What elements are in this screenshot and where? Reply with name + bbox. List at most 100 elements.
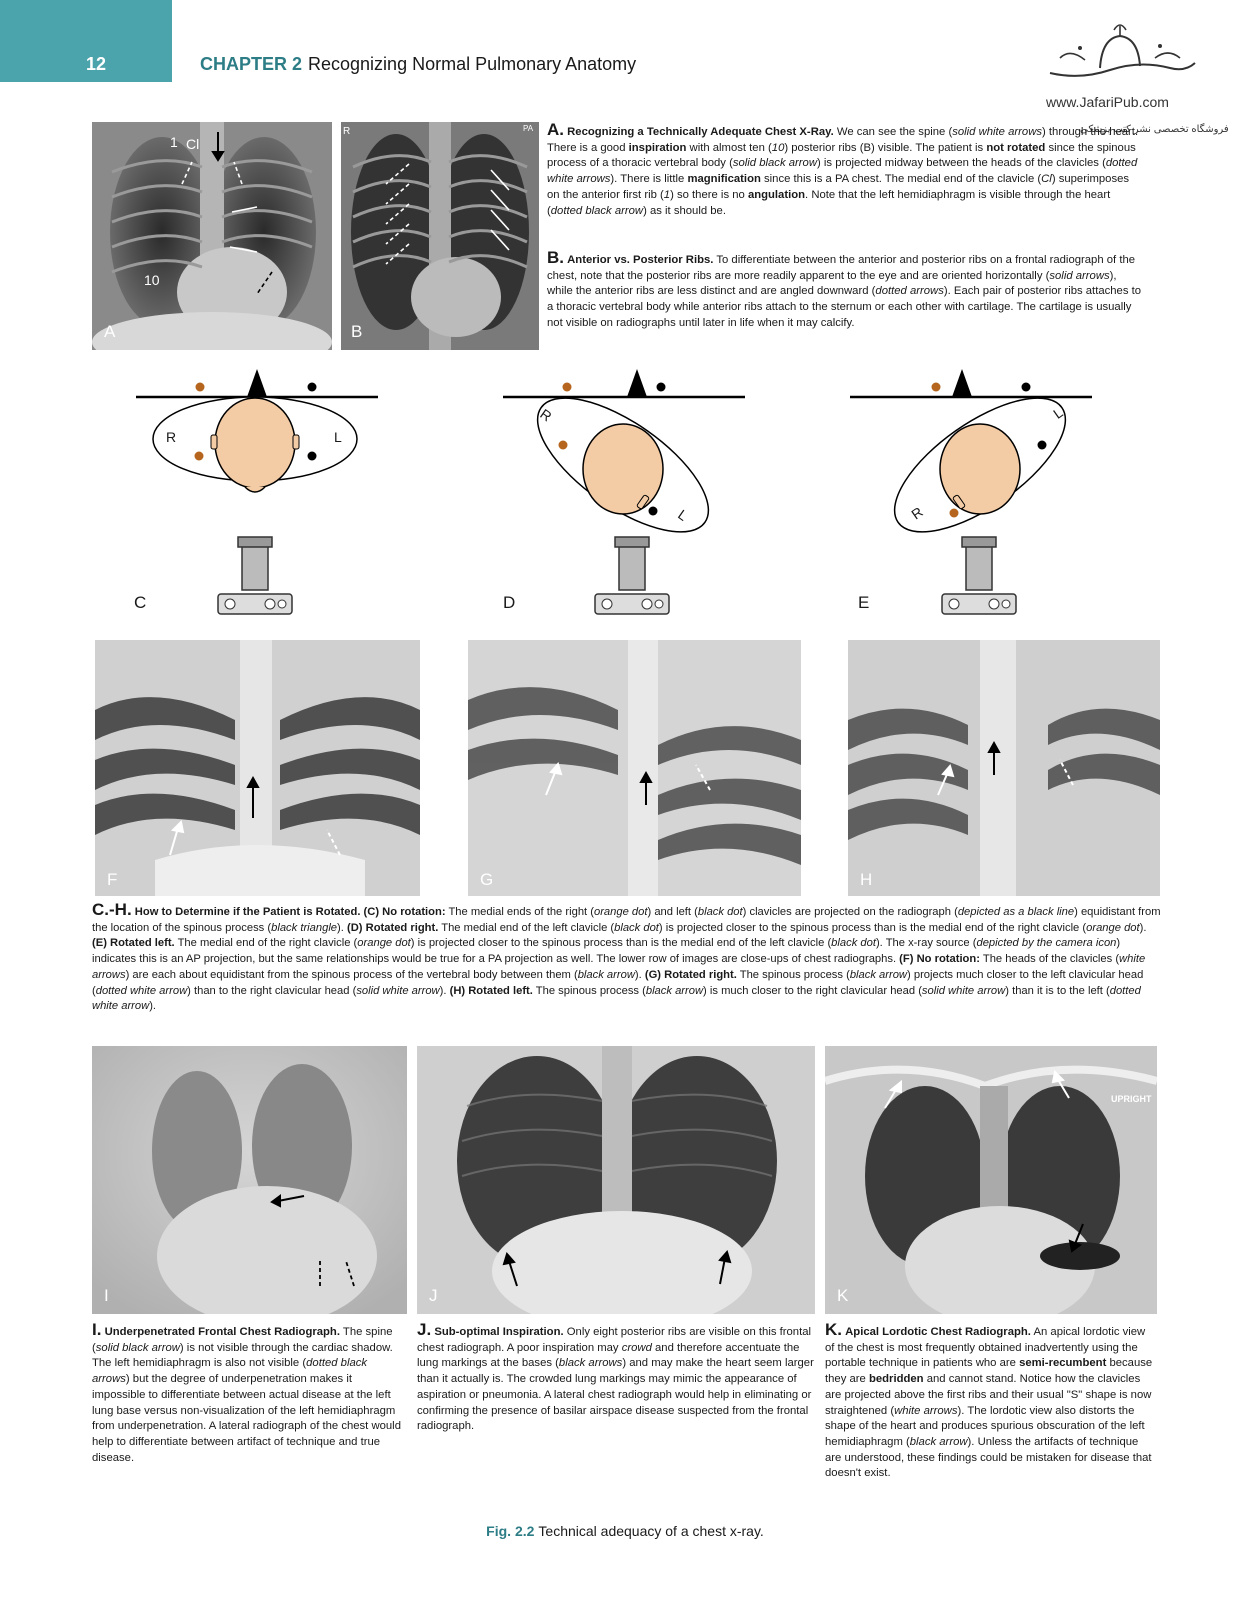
caption-ch-title: How to Determine if the Patient is Rotat… [134,906,361,918]
caption-a-text: ) superimposes on the anterior first rib… [547,173,1130,201]
caption-k: K. Apical Lordotic Chest Radiograph. An … [825,1320,1157,1482]
caption-a-bold: not rotated [986,141,1046,154]
rotation-diagram-d: R L D [495,365,755,625]
caption-c-h: C.-H. How to Determine if the Patient is… [92,900,1162,1015]
caption-a-italic: dotted white arrows [547,157,1138,186]
caption-a-italic: solid black arrow [732,157,817,170]
panel-b-label-r: R [343,126,351,137]
caption-ch-italic: orange dot [593,906,648,918]
xray-panel-h: H [848,640,1160,896]
caption-k-title: Apical Lordotic Chest Radiograph. [845,1326,1031,1338]
caption-ch-italic: black arrow [849,968,908,981]
caption-a-letter: A. [547,120,564,139]
caption-j-letter: J. [417,1320,432,1339]
caption-a-title: Recognizing a Technically Adequate Chest… [567,126,834,138]
caption-ch-italic: dotted white arrow [95,984,188,997]
caption-b-text: To differentiate between the anterior an… [547,254,1136,282]
caption-k-letter: K. [825,1320,842,1339]
caption-k-text: because they are [825,1357,1153,1386]
caption-a-italic: dotted black arrow [550,204,644,217]
caption-ch-text: ) than it is to the left ( [1005,984,1110,997]
caption-ch-text: ) equidistant from the location of the s… [92,906,1161,934]
caption-k-text: An apical lordotic view of the chest is … [825,1326,1146,1370]
caption-ch-text: The medial end of the left clavicle ( [438,921,615,934]
panel-a-label-10: 10 [144,272,160,288]
caption-ch-italic: white arrows [92,953,1146,981]
panel-g-letter: G [480,870,494,889]
panel-f-letter: F [107,870,118,889]
caption-ch-italic: black arrow [645,984,704,997]
caption-i-text: ) but the degree of underpenetration mak… [92,1373,401,1464]
xray-panel-j: J [417,1046,815,1314]
caption-j-italic: black arrows [558,1357,623,1370]
diagram-c-l: L [334,429,342,445]
xray-panel-i: I [92,1046,407,1314]
caption-a-text: ) is projected midway between the heads … [817,157,1106,170]
caption-ch-text: ). [634,968,645,981]
caption-a-text: with almost ten ( [686,141,772,154]
panel-k-tag: UPRIGHT [1111,1094,1152,1104]
xray-panel-b: R PA B [341,122,539,350]
diagram-c-letter: C [134,593,147,612]
caption-a-bold: angulation [747,188,806,201]
publisher-subtitle: فروشگاه تخصصی نشر کتب پزشکی [1080,124,1229,135]
caption-ch-text: The heads of the clavicles ( [979,953,1120,966]
caption-ch-letter: C.-H. [92,900,132,919]
caption-a-text: ) as it should be. [643,204,726,217]
caption-ch-italic: orange dot [1086,921,1140,934]
caption-i-letter: I. [92,1320,102,1339]
caption-j-text: ) and may make the heart seem larger tha… [417,1357,814,1433]
caption-ch-text: ) than to the right clavicular head ( [187,984,357,997]
diagram-d-letter: D [503,593,516,612]
page-number-box [0,0,172,82]
caption-ch-text: The spinous process ( [736,968,850,981]
caption-a-italic: 10 [771,141,785,154]
caption-a-italic: 1 [663,188,671,201]
diagram-c-r: R [166,429,177,445]
publisher-url: www.JafariPub.com [1046,94,1169,110]
caption-ch-text: The medial ends of the right ( [445,906,594,918]
panel-a-letter: A [104,322,116,341]
caption-i-italic: solid black arrow [95,1341,180,1354]
caption-k-bold: semi-recumbent [1019,1357,1107,1370]
caption-ch-text: ) are each about equidistant from the sp… [125,968,578,981]
caption-k-text: and cannot stand. Notice how the clavicl… [825,1373,1152,1417]
xray-panel-f: F [95,640,420,896]
caption-ch-text: ) is projected closer to the spinous pro… [658,921,1087,934]
caption-j-italic: crowd [621,1341,652,1354]
caption-ch-text: ). [1139,921,1147,934]
caption-a-text: ). There is little [610,173,688,186]
caption-ch-text: The medial end of the right clavicle ( [174,937,358,950]
caption-j-text: and therefore accentuate the lung markin… [417,1341,800,1370]
caption-ch-text: ) is projected closer to the spinous pro… [410,937,832,950]
caption-a-text: We can see the spine ( [833,126,953,138]
caption-b-italic: dotted arrows [875,285,944,298]
caption-i-italic: dotted black arrows [92,1357,368,1386]
caption-ch-italic: depicted by the camera icon [976,937,1117,950]
caption-b: B. Anterior vs. Posterior Ribs. To diffe… [547,249,1142,332]
caption-a-text: ) so there is no [670,188,748,201]
panel-a-label-cl: Cl [186,136,200,152]
caption-a-text: since the spinous process of a thoracic … [547,141,1136,170]
xray-panel-a: 1 Cl 10 A [92,122,332,350]
caption-ch-bold: (E) Rotated left. [92,937,175,950]
caption-ch-bold: (C) No rotation: [360,906,446,918]
caption-a-italic: Cl [1041,173,1052,186]
caption-ch-text: ) and left ( [647,906,698,918]
caption-a-text: . Note that the left hemidiaphragm is vi… [547,188,1111,217]
chapter-label: CHAPTER 2 [200,54,303,74]
caption-ch-italic: solid white arrow [356,984,440,997]
caption-ch-italic: dotted white arrow [92,984,1141,1013]
caption-ch-italic: black dot [697,906,743,918]
panel-a-label-1: 1 [170,134,178,150]
panel-i-letter: I [104,1286,109,1305]
diagram-e-letter: E [858,593,870,612]
caption-ch-text: ) projects much closer to the left clavi… [92,968,1144,997]
page-number: 12 [86,54,107,74]
panel-b-label-pa: PA [523,124,534,133]
caption-ch-text: ) is much closer to the right clavicular… [703,984,922,997]
caption-ch-bold: (G) Rotated right. [644,968,737,981]
rotation-diagram-c: R L C [120,365,390,625]
caption-ch-italic: black triangle [271,921,338,934]
